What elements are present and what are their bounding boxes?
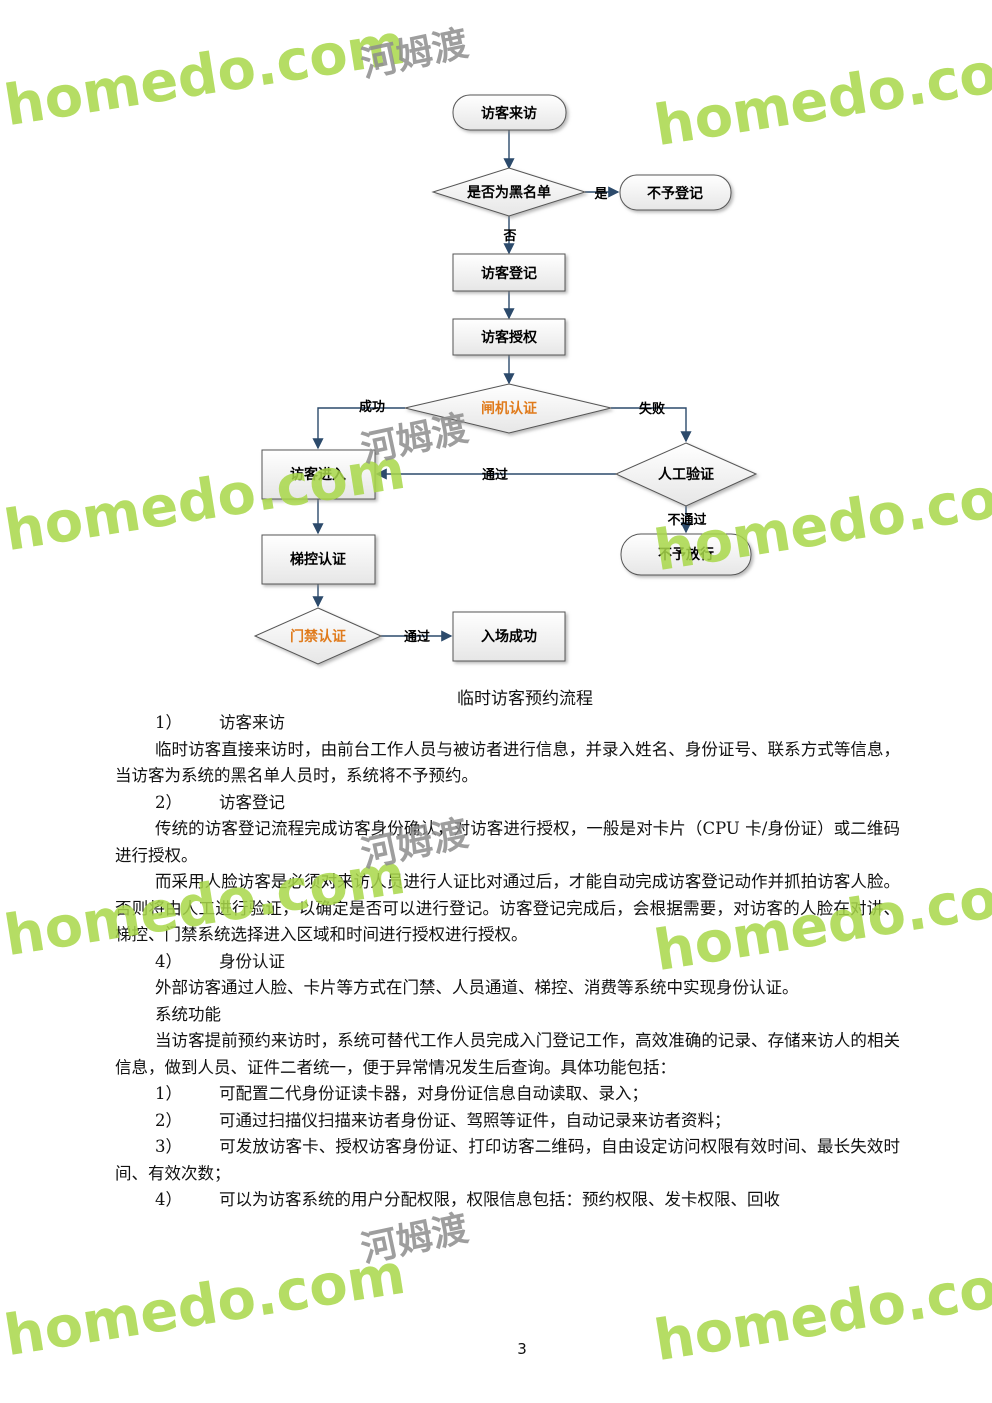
list-item: 2）可通过扫描仪扫描来访者身份证、驾照等证件，自动记录来访者资料； [155,1110,731,1130]
node-blacklist-check: 是否为黑名单 [431,167,587,217]
paragraph: 当访客提前预约来访时，系统可替代工作人员完成入门登记工作，高效准确的记录、存储来… [115,1031,900,1077]
svg-text:访客登记: 访客登记 [481,265,537,282]
edge-label-yes: 是 [593,187,608,202]
edge-label-no: 否 [502,229,516,244]
svg-text:是否为黑名单: 是否为黑名单 [467,184,551,201]
node-door-auth: 门禁认证 [253,607,383,665]
list-item: 1）可配置二代身份证读卡器，对身份证信息自动读取、录入； [155,1084,648,1103]
svg-text:门禁认证: 门禁认证 [290,628,346,645]
svg-text:访客授权: 访客授权 [481,329,538,346]
svg-text:闸机认证: 闸机认证 [481,400,537,417]
section-heading: 1）访客来访 [155,713,285,732]
section-heading: 系统功能 [155,1004,221,1024]
node-visitor-arrive: 访客来访 [452,94,567,131]
svg-text:访客进入: 访客进入 [290,466,346,483]
visitor-flowchart: 访客来访 是否为黑名单 不予登记 访客登记 访客授权 闸机认证 访客进入 人工验… [253,94,758,665]
page-number: 3 [517,1340,527,1358]
svg-text:人工验证: 人工验证 [658,466,714,483]
node-no-release: 不予放行 [620,533,752,576]
figure-caption: 临时访客预约流程 [457,689,593,709]
paragraph: 临时访客直接来访时，由前台工作人员与被访者进行信息，并录入姓名、身份证号、联系方… [115,739,900,786]
edge-label-fail: 失败 [639,401,665,417]
edge-label-success: 成功 [359,399,385,415]
node-gate-auth: 闸机认证 [404,383,612,434]
list-item: 4）可以为访客系统的用户分配权限，权限信息包括：预约权限、发卡权限、回收 [155,1190,780,1209]
node-no-register: 不予登记 [619,174,732,211]
svg-text:访客来访: 访客来访 [481,105,537,122]
svg-text:梯控认证: 梯控认证 [290,551,346,568]
document-body: 1）访客来访 临时访客直接来访时，由前台工作人员与被访者进行信息，并录入姓名、身… [115,710,900,1214]
paragraph: 传统的访客登记流程完成访客身份确认，对访客进行授权，一般是对卡片（CPU 卡/身… [115,819,900,865]
node-entry-success: 入场成功 [452,611,566,662]
node-elevator-auth: 梯控认证 [261,534,376,585]
node-manual-verify: 人工验证 [614,442,758,507]
paragraph: 外部访客通过人脸、卡片等方式在门禁、人员通道、梯控、消费等系统中实现身份认证。 [155,978,799,997]
paragraph: 而采用人脸访客是必须对来访人员进行人证比对通过后，才能自动完成访客登记动作并抓拍… [115,872,900,944]
list-item: 3）可发放访客卡、授权访客身份证、打印访客二维码，自由设定访问权限有效时间、最长… [115,1137,900,1183]
section-heading: 4）身份认证 [155,951,285,971]
edge-label-not-pass: 不通过 [667,512,706,528]
svg-text:不予登记: 不予登记 [647,185,703,202]
svg-text:入场成功: 入场成功 [481,628,537,645]
svg-text:不予放行: 不予放行 [658,546,714,563]
section-heading: 2）访客登记 [155,792,285,812]
node-visitor-enter: 访客进入 [261,449,376,500]
node-visitor-authorize: 访客授权 [452,318,566,356]
edge-label-pass: 通过 [482,467,508,483]
node-visitor-register: 访客登记 [452,253,566,292]
edge-label-pass-2: 通过 [404,629,430,645]
